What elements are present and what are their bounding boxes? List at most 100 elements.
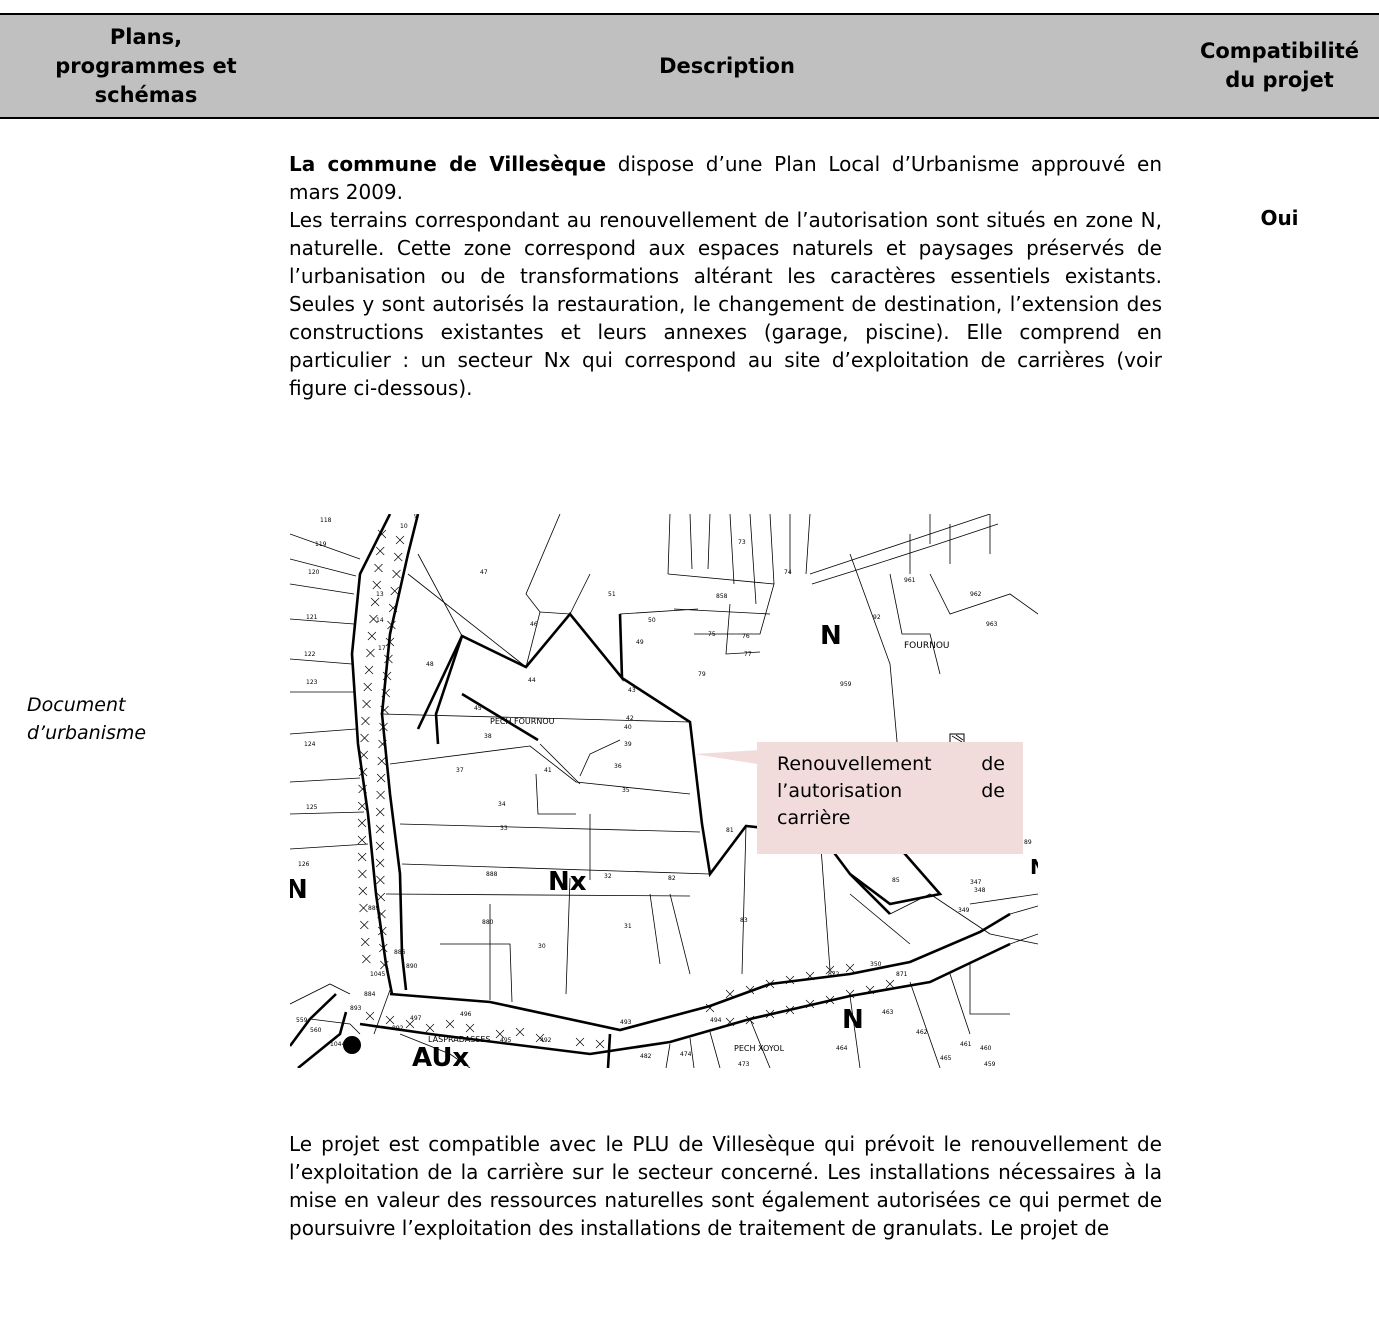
svg-text:40: 40 (624, 724, 632, 731)
svg-text:963: 963 (986, 621, 998, 628)
svg-text:PECH FOURNOU: PECH FOURNOU (490, 717, 555, 726)
svg-text:494: 494 (710, 1017, 722, 1024)
svg-text:495: 495 (500, 1037, 512, 1044)
svg-text:46: 46 (530, 621, 538, 628)
svg-text:45: 45 (474, 705, 482, 712)
svg-text:474: 474 (680, 1051, 692, 1058)
svg-text:Nx: Nx (548, 867, 587, 897)
svg-text:N: N (1030, 855, 1038, 879)
svg-text:83: 83 (740, 917, 748, 924)
svg-text:PECH XOYOL: PECH XOYOL (734, 1044, 785, 1053)
svg-text:75: 75 (708, 631, 716, 638)
svg-text:85: 85 (892, 877, 900, 884)
svg-text:350: 350 (870, 961, 882, 968)
svg-text:880: 880 (482, 919, 494, 926)
svg-text:125: 125 (306, 804, 318, 811)
svg-text:872: 872 (828, 971, 840, 978)
svg-text:349: 349 (958, 907, 970, 914)
compatibility-value: Oui (1260, 206, 1299, 230)
svg-text:17: 17 (378, 645, 386, 652)
commune-name: La commune de Villesèque (289, 152, 607, 176)
svg-text:126: 126 (298, 861, 310, 868)
svg-text:9: 9 (414, 514, 418, 520)
svg-text:463: 463 (882, 1009, 894, 1016)
svg-text:41: 41 (544, 767, 552, 774)
svg-text:30: 30 (538, 943, 546, 950)
svg-text:76: 76 (742, 633, 750, 640)
svg-text:N: N (842, 1005, 864, 1035)
svg-text:42: 42 (626, 715, 634, 722)
svg-text:120: 120 (308, 569, 320, 576)
svg-text:43: 43 (628, 687, 636, 694)
svg-text:47: 47 (480, 569, 488, 576)
svg-text:82: 82 (668, 875, 676, 882)
svg-text:31: 31 (624, 923, 632, 930)
svg-text:N: N (820, 621, 842, 651)
svg-text:77: 77 (744, 651, 752, 658)
svg-text:119: 119 (315, 541, 327, 548)
svg-text:13: 13 (376, 591, 384, 598)
svg-text:14: 14 (376, 617, 384, 624)
svg-text:473: 473 (738, 1061, 750, 1068)
svg-text:560: 560 (310, 1027, 322, 1034)
svg-text:888: 888 (486, 871, 498, 878)
svg-text:1045: 1045 (370, 971, 385, 978)
svg-text:959: 959 (840, 681, 852, 688)
svg-text:48: 48 (426, 661, 434, 668)
svg-text:LASPRADASSES: LASPRADASSES (428, 1035, 491, 1044)
svg-text:347: 347 (970, 879, 982, 886)
svg-text:34: 34 (498, 801, 506, 808)
svg-text:32: 32 (604, 873, 612, 880)
svg-text:559: 559 (296, 1017, 308, 1024)
svg-text:73: 73 (738, 539, 746, 546)
svg-text:123: 123 (306, 679, 318, 686)
svg-text:871: 871 (896, 971, 908, 978)
svg-text:81: 81 (726, 827, 734, 834)
svg-text:44: 44 (528, 677, 536, 684)
svg-text:35: 35 (622, 787, 630, 794)
description-paragraph-1: La commune de Villesèque dispose d’une P… (289, 152, 1162, 400)
header-description: Description (659, 53, 795, 78)
svg-text:884: 884 (364, 991, 376, 998)
svg-text:FOURNOU: FOURNOU (904, 641, 950, 651)
svg-text:74: 74 (784, 569, 792, 576)
svg-text:462: 462 (916, 1029, 928, 1036)
svg-text:79: 79 (698, 671, 706, 678)
svg-text:39: 39 (624, 741, 632, 748)
svg-text:459: 459 (984, 1061, 996, 1068)
svg-text:858: 858 (716, 593, 728, 600)
svg-text:496: 496 (460, 1011, 472, 1018)
svg-text:890: 890 (406, 963, 418, 970)
svg-text:49: 49 (636, 639, 644, 646)
svg-text:121: 121 (306, 614, 318, 621)
svg-text:889: 889 (368, 905, 380, 912)
svg-text:961: 961 (904, 577, 916, 584)
svg-text:892: 892 (392, 1025, 404, 1032)
svg-text:464: 464 (836, 1045, 848, 1052)
svg-text:37: 37 (456, 767, 464, 774)
svg-text:461: 461 (960, 1041, 972, 1048)
svg-text:493: 493 (620, 1019, 632, 1026)
svg-text:51: 51 (608, 591, 616, 598)
svg-text:1044: 1044 (330, 1041, 345, 1048)
svg-text:348: 348 (974, 887, 986, 894)
svg-text:89: 89 (1024, 839, 1032, 846)
svg-text:N: N (290, 875, 308, 905)
svg-text:886: 886 (394, 949, 406, 956)
description-paragraph-2: Le projet est compatible avec le PLU de … (289, 1132, 1162, 1240)
svg-text:50: 50 (648, 617, 656, 624)
svg-text:962: 962 (970, 591, 982, 598)
svg-text:10: 10 (400, 523, 408, 530)
svg-text:122: 122 (304, 651, 316, 658)
svg-text:497: 497 (410, 1015, 422, 1022)
svg-text:36: 36 (614, 763, 622, 770)
svg-text:38: 38 (484, 733, 492, 740)
svg-text:893: 893 (350, 1005, 362, 1012)
svg-text:482: 482 (640, 1053, 652, 1060)
svg-text:118: 118 (320, 517, 332, 524)
